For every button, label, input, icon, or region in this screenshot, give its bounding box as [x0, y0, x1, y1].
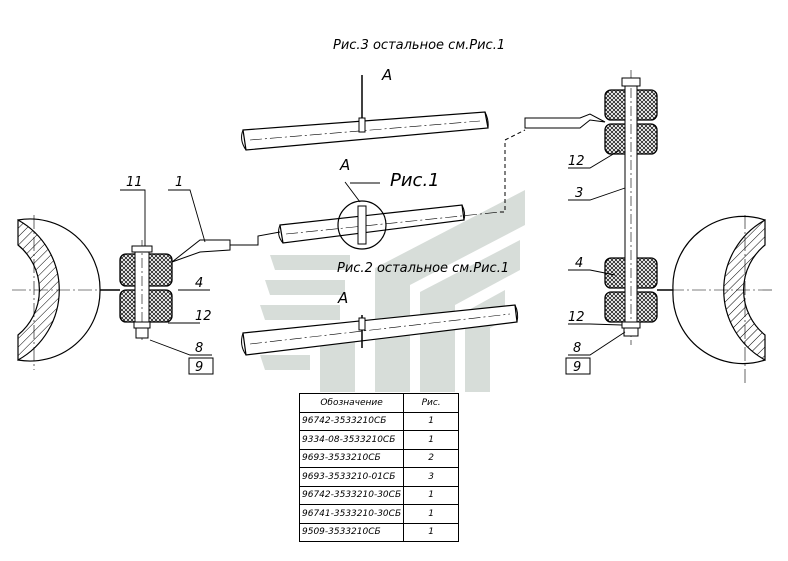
table-cell-figure: 1	[403, 504, 460, 524]
table-cell-designation: 96742-3533210-30СБ	[298, 485, 405, 505]
table-cell-figure: 1	[403, 430, 460, 450]
header-designation: Обозначение	[298, 393, 405, 413]
callout-12-right-top: 12	[568, 154, 585, 169]
callout-3: 3	[575, 186, 583, 201]
callout-4-left: 4	[195, 276, 203, 291]
callout-9-left-box	[188, 357, 214, 375]
fig3-tube	[241, 75, 489, 151]
left-clamp-assembly	[100, 239, 231, 340]
table-cell-figure: 3	[403, 467, 460, 487]
right-frame-section	[670, 215, 775, 385]
table-cell-designation: 9693-3533210-01СБ	[298, 467, 405, 487]
fig3-view-label: А	[381, 66, 392, 84]
callout-1: 1	[175, 175, 183, 190]
callout-9-right: 9	[573, 360, 581, 375]
callout-8-left: 8	[195, 341, 203, 356]
callout-9-right-box	[565, 357, 591, 375]
table-cell-designation: 9693-3533210СБ	[298, 448, 405, 468]
header-figure: Рис.	[403, 393, 460, 413]
table-cell-designation: 9334-08-3533210СБ	[298, 430, 405, 450]
fig2-view-label: А	[337, 289, 348, 307]
callout-12-right: 12	[568, 310, 585, 325]
fig1-tube	[230, 129, 526, 250]
fig1-caption: Рис.1	[390, 170, 440, 191]
fig2-caption: Рис.2 остальное см.Рис.1	[337, 261, 509, 276]
callout-9-left: 9	[195, 360, 203, 375]
table-cell-designation: 96742-3533210СБ	[298, 411, 405, 431]
callout-12-left: 12	[195, 309, 212, 324]
callout-4-right: 4	[575, 256, 583, 271]
table-cell-designation: 96741-3533210-30СБ	[298, 504, 405, 524]
table-cell-figure: 1	[403, 522, 460, 542]
table-cell-figure: 2	[403, 448, 460, 468]
callout-11: 11	[126, 175, 143, 190]
table-cell-designation: 9509-3533210СБ	[298, 522, 405, 542]
table-header-row: Обозначение Рис.	[298, 393, 460, 413]
table-cell-figure: 1	[403, 485, 460, 505]
leader-lines	[120, 149, 626, 356]
fig1-view-label: А	[339, 156, 350, 174]
left-frame-section	[12, 215, 108, 370]
right-clamp-assembly	[524, 70, 673, 345]
fig2-tube	[241, 304, 519, 356]
fig3-caption: Рис.3 остальное см.Рис.1	[333, 38, 505, 53]
callout-8-right: 8	[573, 341, 581, 356]
table-cell-figure: 1	[403, 411, 460, 431]
